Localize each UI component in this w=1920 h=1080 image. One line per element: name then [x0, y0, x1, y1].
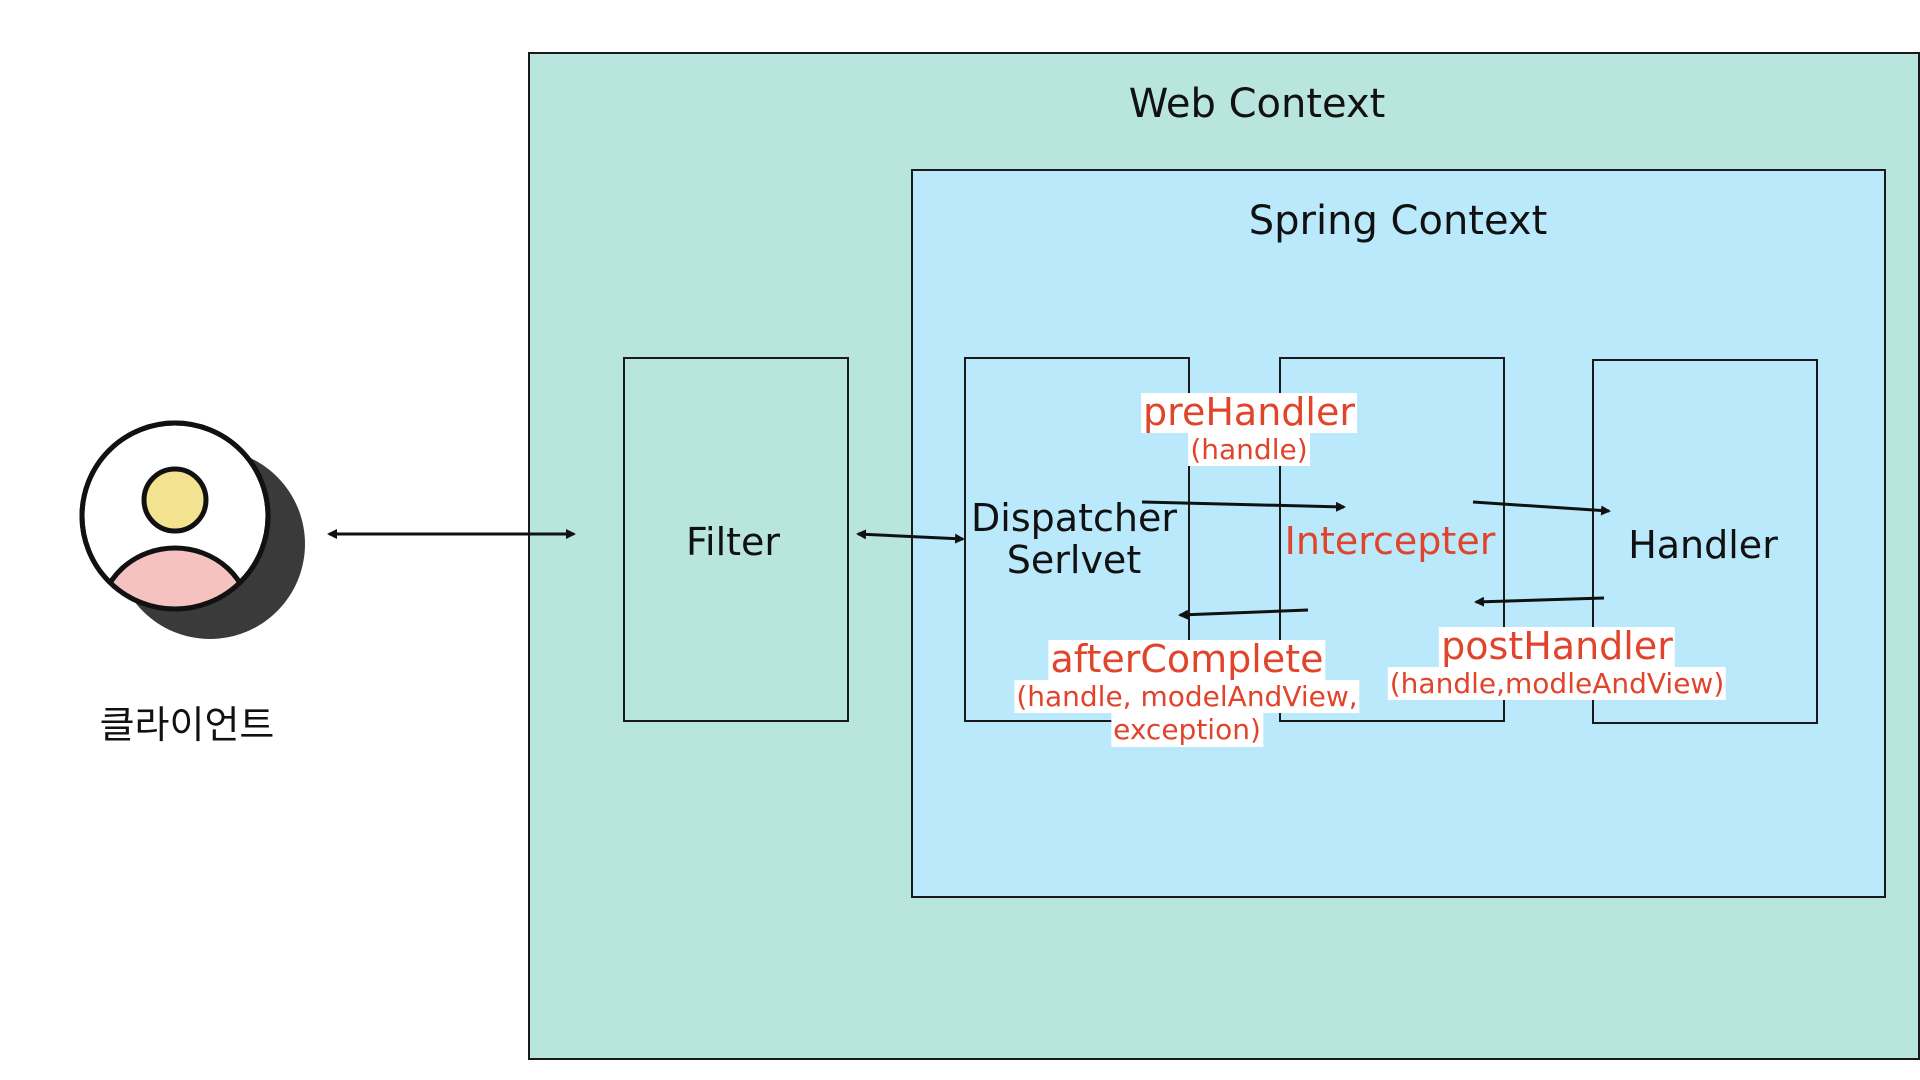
handler-label: Handler	[1628, 523, 1778, 567]
pre-handler-name: preHandler	[1141, 390, 1357, 434]
post-handler-params: (handle,modleAndView)	[1387, 666, 1727, 701]
pre-handler-hook: preHandler (handle)	[1141, 390, 1357, 467]
handler-to-interceptor-arrow	[1474, 596, 1605, 607]
after-complete-params-line1: (handle, modelAndView,	[1014, 679, 1360, 714]
avatar-body	[97, 545, 253, 609]
avatar-head	[141, 466, 209, 534]
spring-context-title: Spring Context	[1248, 198, 1548, 244]
interceptor-label: Intercepter	[1284, 519, 1496, 563]
interceptor-to-dispatcher-arrow	[1178, 608, 1309, 620]
avatar-face-outline	[79, 420, 271, 612]
dispatcher-to-interceptor-arrow	[1141, 500, 1346, 512]
dispatcher-servlet-label: Dispatcher Serlvet	[971, 496, 1177, 582]
after-complete-name: afterComplete	[1048, 637, 1326, 681]
pre-handler-params: (handle)	[1188, 432, 1310, 467]
web-context-title: Web Context	[1128, 81, 1386, 127]
after-complete-params-line2: exception)	[1111, 713, 1263, 748]
filter-box	[623, 357, 849, 722]
dispatcher-label-line1: Dispatcher	[971, 496, 1177, 540]
post-handler-hook: postHandler (handle,modleAndView)	[1387, 624, 1727, 701]
after-complete-hook: afterComplete (handle, modelAndView, exc…	[1014, 637, 1360, 748]
interceptor-to-handler-arrow	[1472, 500, 1611, 516]
filter-dispatcher-arrow	[856, 529, 965, 544]
dispatcher-label-line2: Serlvet	[1006, 537, 1142, 582]
filter-label: Filter	[685, 520, 781, 564]
client-label: 클라이언트	[99, 703, 275, 747]
post-handler-name: postHandler	[1439, 624, 1675, 668]
